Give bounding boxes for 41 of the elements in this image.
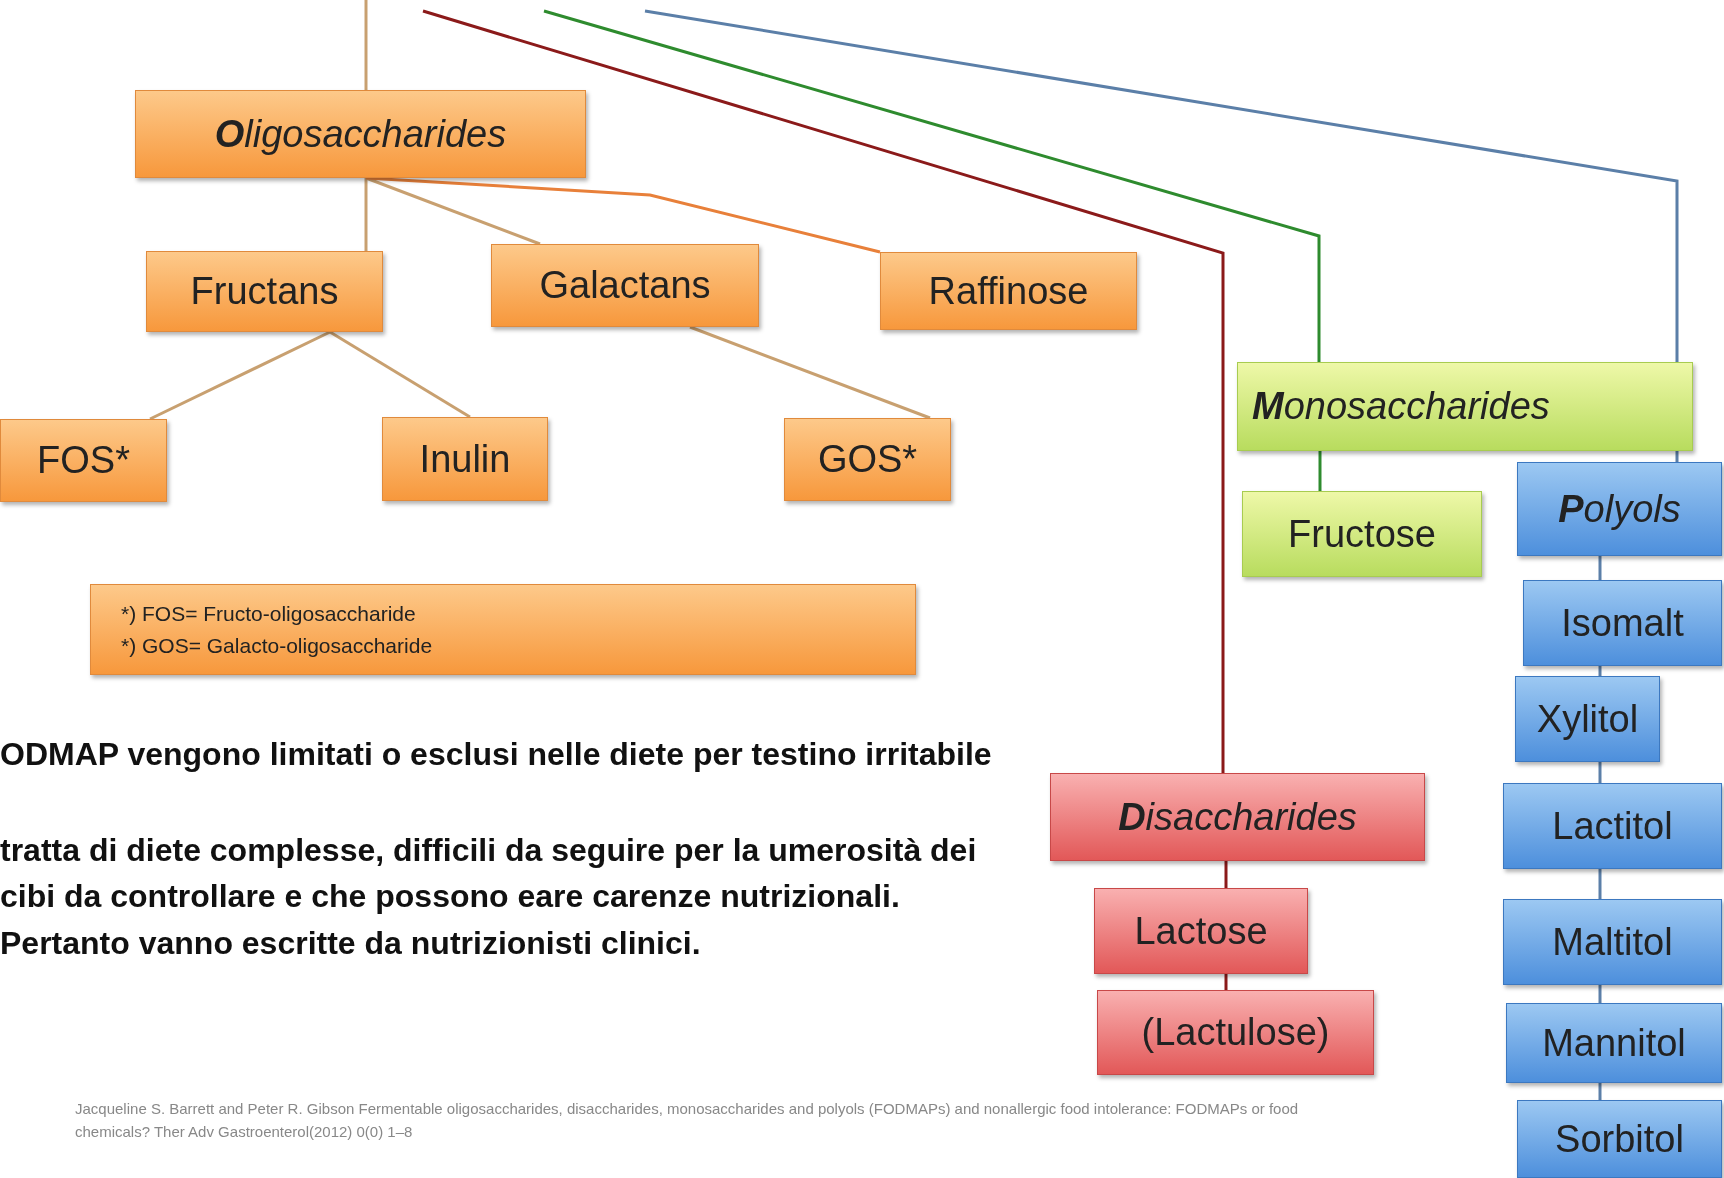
category-box: Polyols — [1517, 462, 1722, 556]
connector-line — [1224, 861, 1228, 888]
connector-line — [1598, 1083, 1602, 1100]
item-box: Inulin — [382, 417, 548, 501]
item-box: Xylitol — [1515, 676, 1660, 762]
item-box: Raffinose — [880, 252, 1137, 330]
connector-line — [149, 330, 331, 421]
category-box: Disaccharides — [1050, 773, 1425, 861]
connector-line — [1598, 985, 1602, 1003]
item-box: Fructose — [1242, 491, 1482, 577]
connector-line — [1598, 762, 1602, 783]
connector-line — [1224, 974, 1228, 990]
body-text: ODMAP vengono limitati o esclusi nelle diete per testino irritabile — [0, 735, 993, 774]
item-box: Maltitol — [1503, 899, 1722, 985]
item-box: Isomalt — [1523, 580, 1722, 666]
category-box: Monosaccharides — [1237, 362, 1693, 451]
connector-line — [365, 176, 881, 254]
connector-line — [1318, 451, 1322, 491]
connector-line — [644, 9, 1679, 462]
item-box: Fructans — [146, 251, 383, 332]
connector-line — [364, 0, 368, 90]
connector-line — [422, 9, 1225, 773]
footnote-box: *) FOS= Fructo-oligosaccharide *) GOS= Galacto-oligosaccharide — [90, 584, 916, 675]
connector-line — [689, 325, 931, 420]
item-box: GOS* — [784, 418, 951, 501]
connector-line — [543, 9, 1321, 362]
item-box: Mannitol — [1506, 1003, 1722, 1083]
citation-text: Jacqueline S. Barrett and Peter R. Gibson Fermentable oligosaccharides, disaccharides, monosaccharides and polyols (FODMAPs) and nonallergic food intolerance: FODMAPs or food chemicals? Ther Adv Gastroenterol(2012) 0(0) 1–8 — [75, 1099, 1300, 1142]
body-text: tratta di diete complesse, difficili da seguire per la umerosità dei cibi da controllare e che possono eare carenze nutrizionali. Pertanto vanno escritte da nutrizionisti clinici. — [0, 831, 978, 963]
item-box: Sorbitol — [1517, 1100, 1722, 1178]
item-box: (Lactulose) — [1097, 990, 1374, 1075]
connector-line — [329, 330, 471, 419]
item-box: Lactose — [1094, 888, 1308, 974]
connector-line — [1598, 666, 1602, 676]
item-box: Lactitol — [1503, 783, 1722, 869]
connector-line — [364, 178, 368, 251]
category-box: Oligosaccharides — [135, 90, 586, 178]
connector-line — [1598, 869, 1602, 899]
item-box: FOS* — [0, 419, 167, 502]
connector-line — [1598, 556, 1602, 580]
item-box: Galactans — [491, 244, 759, 327]
